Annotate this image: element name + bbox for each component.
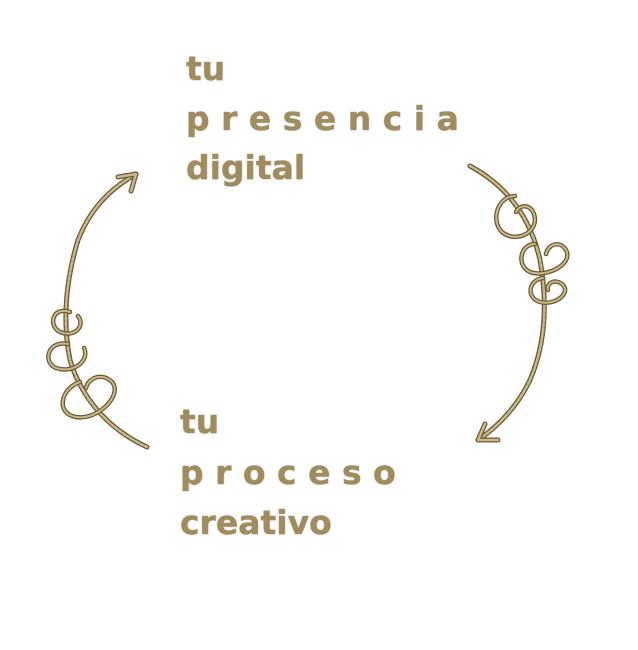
top-phrase-line1: tu (186, 49, 226, 88)
looped-arrow-down-icon (467, 163, 570, 443)
top-phrase-line2: p r e s e n c i a (186, 99, 459, 138)
looped-arrow-up-icon (46, 171, 150, 450)
bottom-phrase-line3: creativo (180, 503, 332, 542)
bottom-phrase-line2: p r o c e s o (180, 453, 396, 492)
bottom-phrase-line1: tu (180, 402, 220, 441)
top-phrase-line3: digital (186, 148, 306, 187)
